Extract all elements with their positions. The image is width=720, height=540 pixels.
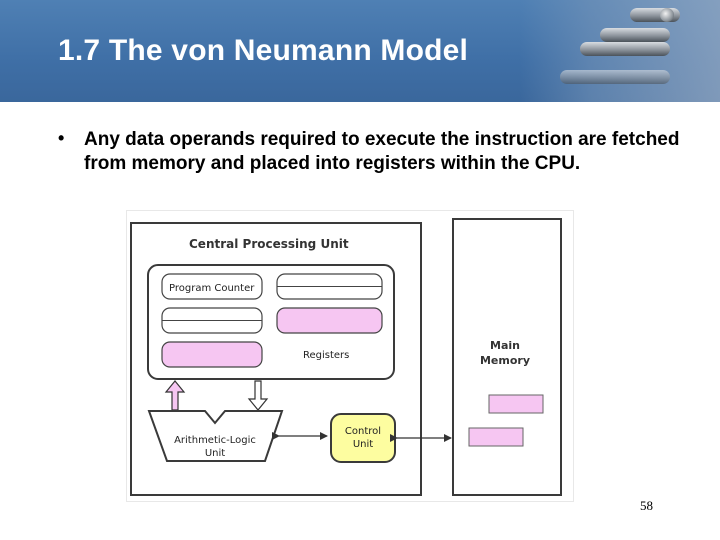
program-counter-register [161,273,263,300]
main-memory-label-line1: Main [490,339,520,352]
tube-decoration [580,42,670,56]
control-unit-box [330,413,396,463]
von-neumann-diagram: Central Processing Unit Program Counter … [126,210,574,502]
header-photo [520,0,720,102]
tube-decoration [560,70,670,84]
control-unit-label-line1: Control [345,426,381,437]
register-cell [161,341,263,368]
tube-decoration [600,28,670,42]
alu-to-registers-arrow [164,380,186,411]
page-number: 58 [640,498,653,513]
register-cell [276,307,383,334]
bullet-marker: • [58,128,65,148]
memory-cell [488,394,544,414]
memory-cell [468,427,524,447]
registers-label: Registers [303,350,349,361]
alu-shape [147,410,284,462]
program-counter-label: Program Counter [169,283,255,294]
registers-to-alu-arrow [247,380,269,411]
title-banner: 1.7 The von Neumann Model [0,0,720,102]
main-memory-label-line2: Memory [480,354,530,367]
main-memory-box [452,218,562,496]
slide-title: 1.7 The von Neumann Model [58,34,469,67]
alu-label-line2: Unit [205,448,225,459]
control-unit-label-line2: Unit [353,439,373,450]
bullet-text: Any data operands required to execute th… [84,129,680,174]
tube-cap-decoration [660,8,674,22]
cpu-label: Central Processing Unit [189,237,349,251]
alu-label-line1: Arithmetic-Logic [174,435,256,446]
